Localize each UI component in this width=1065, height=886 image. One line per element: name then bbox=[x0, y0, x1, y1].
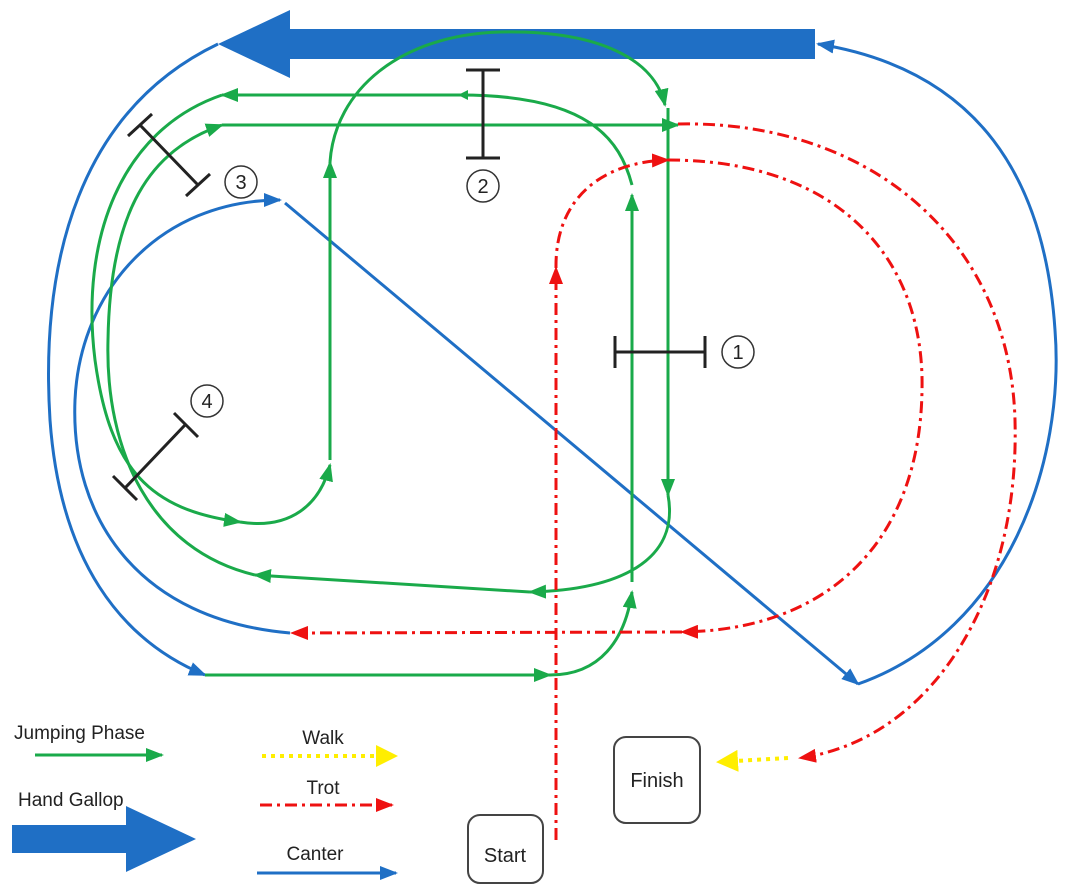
canter-path-left-inner bbox=[73, 193, 291, 635]
trot-path-finish bbox=[677, 122, 1017, 763]
fence-2-number-circle bbox=[466, 169, 500, 203]
walk-path-finish bbox=[716, 749, 789, 772]
legend-canter-label: Canter bbox=[286, 844, 344, 865]
hand-gallop-arrow bbox=[218, 10, 815, 78]
start-box: Start bbox=[467, 814, 544, 884]
fence-2-number: 2 bbox=[477, 176, 488, 198]
finish-label: Finish bbox=[630, 770, 683, 792]
fence-3-number-circle bbox=[224, 165, 258, 199]
canter-path-right bbox=[816, 39, 1058, 686]
fence-2: 2 bbox=[466, 68, 500, 203]
legend-trot-label: Trot bbox=[306, 778, 340, 799]
legend: Jumping Phase Hand Gallop Walk Trot Cant… bbox=[12, 723, 398, 880]
trot-paths bbox=[290, 122, 1017, 840]
fence-1-number-circle bbox=[721, 335, 755, 369]
canter-path-left-outer bbox=[47, 42, 219, 677]
canter-paths bbox=[47, 39, 1058, 686]
fence-3: 3 bbox=[126, 112, 258, 199]
legend-hand-gallop-label: Hand Gallop bbox=[18, 790, 124, 811]
fence-3-number: 3 bbox=[235, 172, 246, 194]
legend-walk-label: Walk bbox=[302, 728, 344, 749]
fence-4-number-circle bbox=[190, 384, 224, 418]
canter-path-diagonal bbox=[284, 201, 860, 686]
fence-1-number: 1 bbox=[732, 342, 743, 364]
legend-hand-gallop-arrow bbox=[12, 806, 196, 872]
finish-box: Finish bbox=[613, 736, 701, 824]
legend-jumping-phase-label: Jumping Phase bbox=[14, 723, 145, 744]
jumping-phase-paths bbox=[90, 30, 680, 682]
fence-4-number: 4 bbox=[201, 391, 212, 413]
fence-1: 1 bbox=[613, 335, 755, 369]
start-label: Start bbox=[484, 845, 527, 867]
fence-4: 4 bbox=[111, 384, 224, 502]
